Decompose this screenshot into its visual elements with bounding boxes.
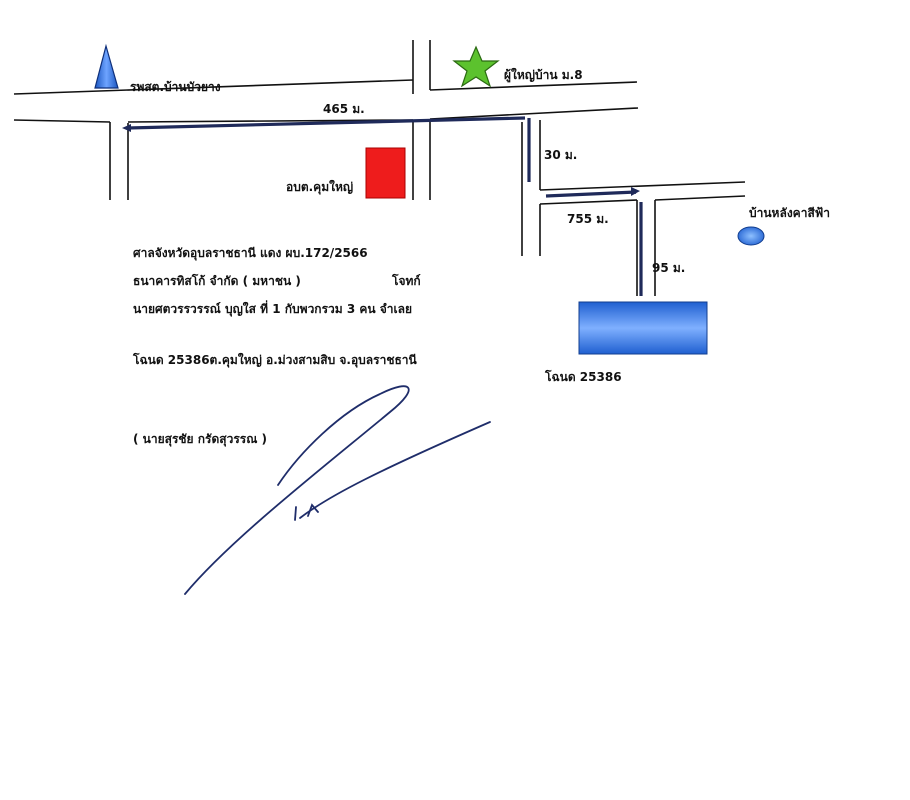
hospital-marker-icon — [94, 43, 119, 89]
blue-roof-house-icon — [737, 226, 765, 246]
road-main-top-mid — [127, 119, 414, 123]
road-main-top — [13, 119, 111, 123]
case-defendant-line: นายศตวรรวรรณ์ บุญใส ที่ 1 กับพวกรวม 3 คน… — [133, 302, 413, 316]
hospital-label: รพสต.บ้านบัวยาง — [130, 80, 221, 94]
route-465 — [127, 116, 526, 130]
case-plaintiff-name: ธนาคารทิสโก้ จำกัด ( มหาชน ) — [133, 274, 301, 288]
case-deed-line: โฉนด 25386ต.คุมใหญ่ อ.ม่วงสามสิบ จ.อุบลร… — [133, 353, 417, 367]
signature-drawing — [184, 385, 491, 595]
distance-755-label: 755 ม. — [567, 212, 609, 226]
distance-95-label: 95 ม. — [652, 261, 686, 275]
road-top-edge — [13, 79, 414, 95]
distance-30-label: 30 ม. — [544, 148, 578, 162]
road-top-edge-right — [429, 81, 638, 91]
blue-roof-house-label: บ้านหลังคาสีฟ้า — [749, 206, 831, 220]
road-branch-top — [539, 181, 746, 191]
route-755 — [545, 190, 637, 198]
district-office-label: อบต.คุมใหญ่ — [286, 180, 354, 194]
village-head-label: ผู้ใหญ่บ้าน ม.8 — [504, 68, 583, 82]
route-755-arrowhead — [631, 187, 640, 196]
road-branch-bottom-right — [654, 195, 746, 201]
office-marker-icon — [365, 147, 406, 199]
route-465-arrowhead — [122, 124, 131, 132]
route — [122, 116, 643, 296]
deed-plot-area — [578, 301, 708, 355]
case-court-line: ศาลจังหวัดอุบลราชธานี แดง ผบ.172/2566 — [133, 246, 368, 260]
case-plaintiff-role: โจทก์ — [392, 274, 421, 288]
distance-465-label: 465 ม. — [323, 102, 365, 116]
deed-plot-label: โฉนด 25386 — [545, 370, 622, 384]
roads — [13, 40, 746, 296]
road-main-top-right — [429, 107, 639, 120]
road-branch-bottom-left — [539, 199, 638, 205]
village-head-star-icon — [452, 45, 500, 88]
case-signer-name: ( นายสุรชัย กรัดสุวรรณ ) — [133, 432, 268, 446]
